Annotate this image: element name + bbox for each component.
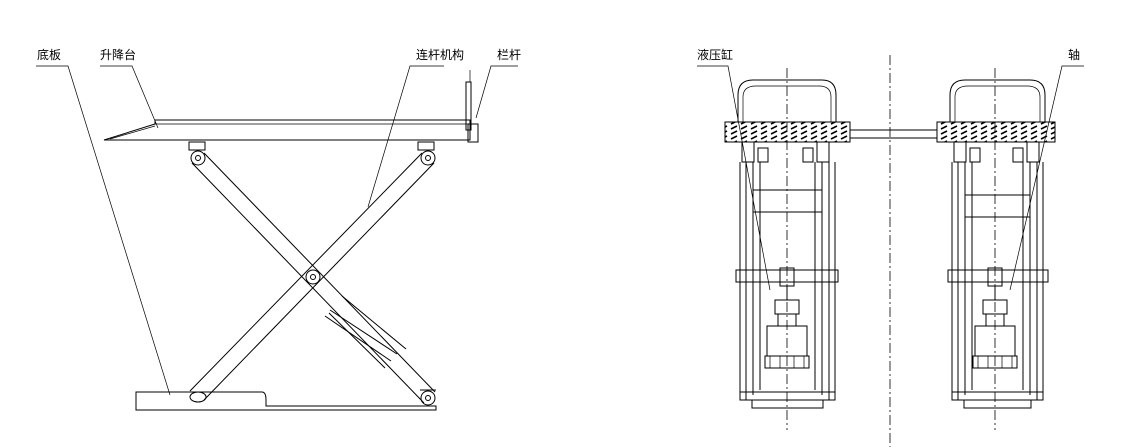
- right-lift-unit: [936, 79, 1056, 409]
- label-railing: 栏杆: [497, 47, 521, 62]
- label-linkage: 连杆机构: [416, 47, 464, 62]
- upper-pivots: [188, 141, 436, 166]
- label-base-plate: 底板: [37, 47, 61, 62]
- side-view: [103, 70, 479, 411]
- scissor-arms: [189, 152, 436, 404]
- base-plate-shape: [135, 389, 437, 411]
- front-view: [724, 55, 1056, 447]
- railing-shape: [465, 70, 479, 143]
- left-lift-unit: [724, 79, 851, 409]
- lift-platform-shape: [103, 119, 471, 141]
- connecting-bar: [849, 129, 938, 139]
- leader-lines: [36, 65, 1084, 396]
- label-lift-platform: 升降台: [100, 47, 136, 62]
- label-hydraulic-cylinder: 液压缸: [697, 47, 733, 62]
- callout-labels: 底板 升降台 连杆机构 栏杆 液压缸 轴: [37, 47, 1080, 62]
- label-shaft: 轴: [1068, 47, 1080, 62]
